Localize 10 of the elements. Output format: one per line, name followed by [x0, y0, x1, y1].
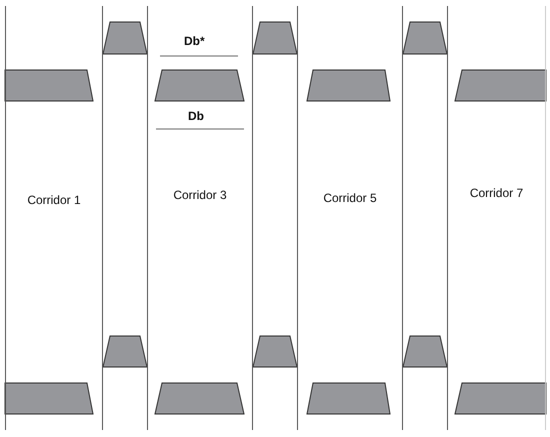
corridor — [147, 6, 253, 430]
corridor-label: Corridor 1 — [26, 193, 82, 207]
dimension-label: Db — [188, 109, 204, 123]
dimension-label: Db* — [184, 34, 205, 48]
corridor — [5, 6, 103, 430]
corridor-label: Corridor 3 — [172, 188, 228, 202]
corridor — [447, 6, 546, 430]
corridor-label: Corridor 7 — [468, 186, 524, 200]
corridor — [297, 6, 403, 430]
corridor-label: Corridor 5 — [322, 191, 378, 205]
